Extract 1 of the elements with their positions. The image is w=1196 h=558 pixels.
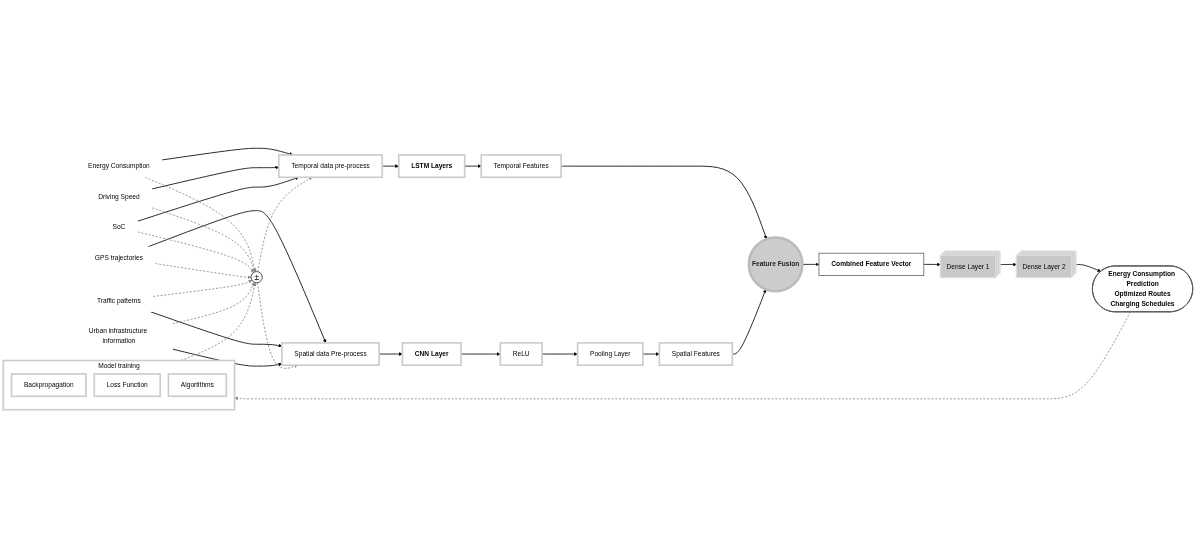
node-circle: ±	[250, 271, 263, 284]
